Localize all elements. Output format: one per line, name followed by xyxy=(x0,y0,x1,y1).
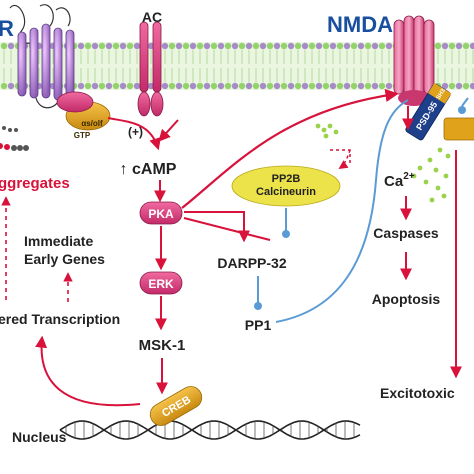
pka-diagonal-line xyxy=(183,217,271,241)
ieg-label-1: Immediate xyxy=(24,233,93,249)
altered-transcription-label: ered Transcription xyxy=(0,311,120,327)
gprotein-to-camp-arrow xyxy=(107,117,161,151)
calcium-ions xyxy=(315,123,451,203)
gpcr-receptor-icon xyxy=(9,4,86,111)
aggregates-label: ggregates xyxy=(0,175,70,192)
darpp32-pp1-inhibit-end xyxy=(254,302,262,310)
msk1-label: MSK-1 xyxy=(139,337,186,354)
ac-label: AC xyxy=(142,9,162,25)
pp1-label: PP1 xyxy=(245,317,272,333)
pp2b-calcineurin-node: PP2B Calcineurin xyxy=(231,165,341,207)
dna-helix-icon xyxy=(59,420,361,440)
pka-to-darpp32-arrow xyxy=(184,211,250,243)
excitotoxicity-label: Excitotoxic xyxy=(380,385,455,401)
adenylyl-cyclase-icon xyxy=(137,21,164,117)
apoptosis-label: Apoptosis xyxy=(372,291,441,307)
erk-node: ERK xyxy=(139,271,183,295)
ieg-label-2: Early Genes xyxy=(24,251,105,267)
pka-label: PKA xyxy=(148,207,174,221)
pp2b-inhibit-end xyxy=(282,230,290,238)
receptor-label: R xyxy=(0,16,14,41)
plus-label: (+) xyxy=(128,125,143,139)
calcium-label: Ca2+ xyxy=(384,171,415,190)
nucleus-label: Nucleus xyxy=(12,429,67,445)
nmda-label: NMDA xyxy=(327,12,393,37)
g-protein: αs/olf GTP xyxy=(56,91,111,140)
pka-to-nmda-arrow xyxy=(181,88,399,209)
calcineurin-label: Calcineurin xyxy=(256,186,316,198)
g-protein-label-2: GTP xyxy=(74,131,91,140)
g-protein-label-1: αs/olf xyxy=(81,119,103,128)
darpp32-label: DARPP-32 xyxy=(217,255,286,271)
creb-to-transcription-arrow xyxy=(35,335,141,407)
protein-chain-icon xyxy=(0,126,29,151)
pka-node: PKA xyxy=(139,201,183,225)
calcium-to-pp2b-arrow xyxy=(338,149,351,170)
erk-label: ERK xyxy=(148,277,174,291)
sh3-label: SH3 xyxy=(436,87,448,101)
pp1-to-nmda-inhibit-line xyxy=(275,99,409,323)
pp2b-label: PP2B xyxy=(272,173,301,185)
ac-to-camp-arrow xyxy=(158,119,179,142)
camp-label: ↑ cAMP xyxy=(120,161,177,178)
caspases-label: Caspases xyxy=(373,225,439,241)
